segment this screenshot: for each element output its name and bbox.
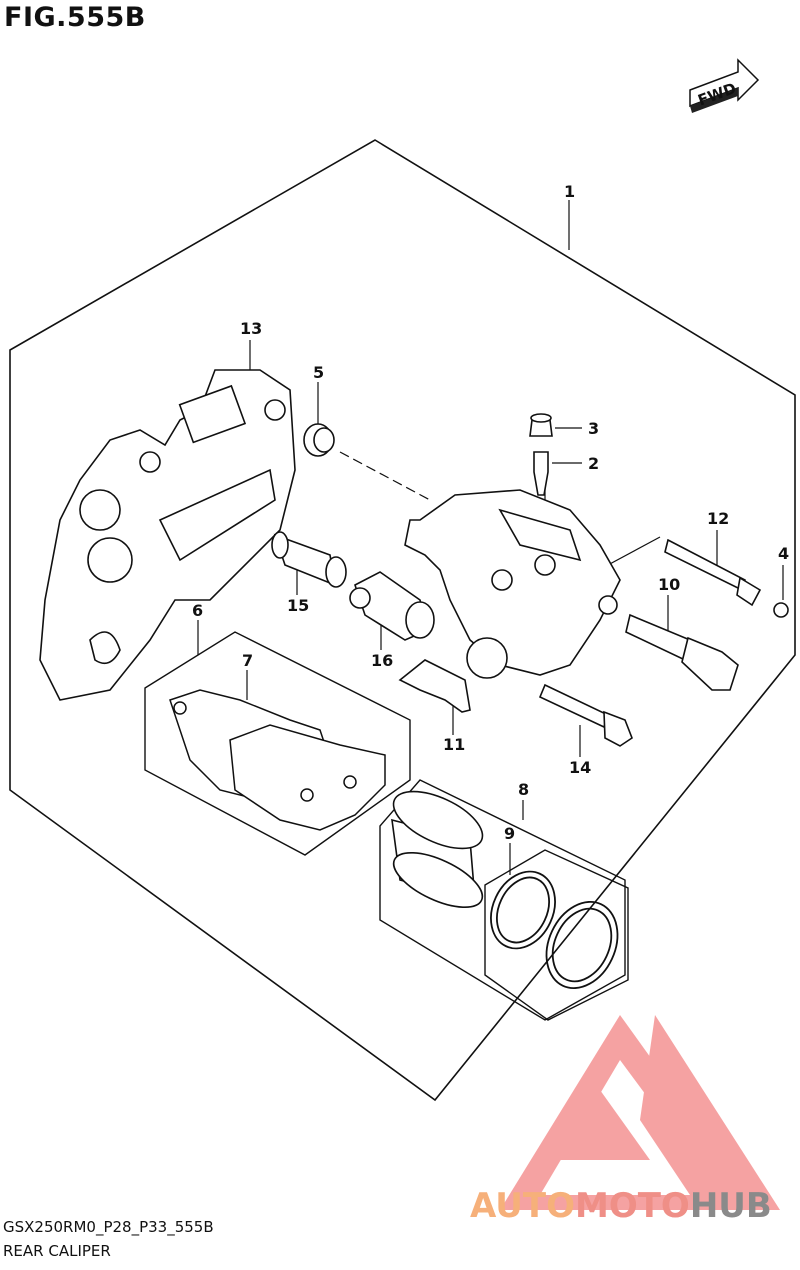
figure-title: FIG.555B <box>4 2 146 33</box>
model-code: GSX250RM0_P28_P33_555B <box>3 1218 214 1236</box>
piston <box>391 790 484 909</box>
callout-11: 11 <box>443 735 465 754</box>
part-name: REAR CALIPER <box>3 1242 111 1260</box>
callout-3: 3 <box>588 419 599 438</box>
mounting-bolt <box>538 683 633 747</box>
callout-12: 12 <box>707 509 729 528</box>
watermark-logo <box>500 1015 780 1210</box>
rubber-cap <box>303 423 335 457</box>
callout-16: 16 <box>371 651 393 670</box>
pin-sleeve <box>271 531 347 588</box>
callout-6: 6 <box>192 601 203 620</box>
fwd-arrow-icon: FWD <box>689 58 760 113</box>
callout-5: 5 <box>313 363 324 382</box>
callout-8: 8 <box>518 780 529 799</box>
bleeder-valve <box>533 451 549 496</box>
dust-seal <box>545 900 619 990</box>
callout-1: 1 <box>564 182 575 201</box>
piston-set-box <box>379 779 626 1021</box>
caliper-bracket <box>39 369 296 701</box>
pin-boot <box>349 571 435 641</box>
callout-13: 13 <box>240 319 262 338</box>
brake-pads <box>169 689 386 831</box>
caliper-body <box>404 489 621 679</box>
watermark-text: AUTOMOTOHUB <box>470 1186 772 1226</box>
kit-outline-hexagon <box>9 139 796 1102</box>
fwd-label: FWD <box>696 79 739 109</box>
callout-10: 10 <box>658 575 680 594</box>
callout-14: 14 <box>569 758 591 777</box>
piston-seal <box>490 870 556 950</box>
bleeder-cap <box>529 413 553 437</box>
callout-7: 7 <box>242 651 253 670</box>
watermark-segment-hub: HUB <box>689 1186 772 1226</box>
callout-4: 4 <box>778 544 789 563</box>
callout-2: 2 <box>588 454 599 473</box>
pin-bolt <box>625 613 739 691</box>
pad-spring <box>398 659 471 713</box>
watermark-segment-moto: MOTO <box>574 1186 690 1226</box>
seal-set-box <box>484 849 629 1021</box>
callout-15: 15 <box>287 596 309 615</box>
callout-9: 9 <box>504 824 515 843</box>
caliper-pin-long <box>664 538 762 607</box>
plug <box>773 602 789 618</box>
pad-set-box <box>144 631 411 856</box>
watermark-segment-auto: AUTO <box>470 1186 575 1226</box>
